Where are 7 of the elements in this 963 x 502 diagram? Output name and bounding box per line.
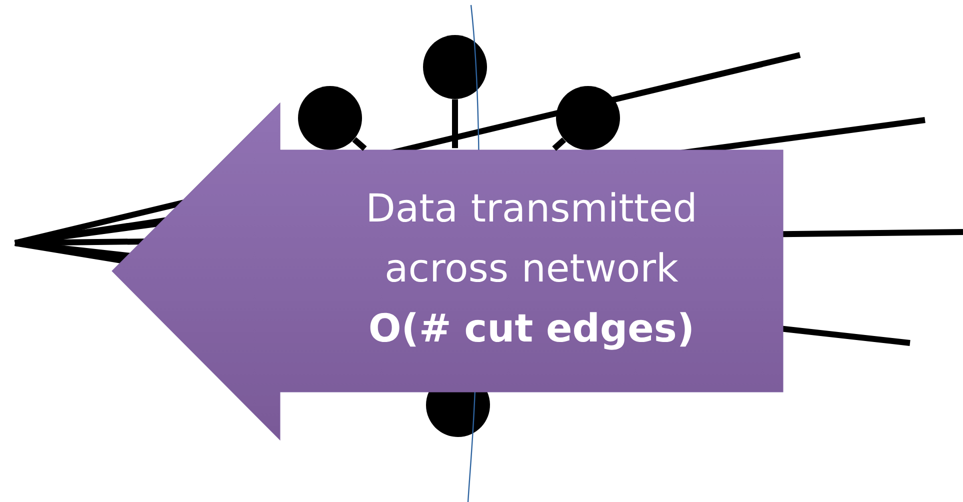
graph-edge xyxy=(452,99,458,148)
graph-edge xyxy=(352,137,367,151)
arrow-callout: Data transmitted across network O(# cut edges) xyxy=(112,102,784,441)
graph-vertex xyxy=(423,35,487,99)
graph-edge xyxy=(552,137,566,151)
graph-vertex xyxy=(556,86,620,150)
graph-vertex xyxy=(298,86,362,150)
